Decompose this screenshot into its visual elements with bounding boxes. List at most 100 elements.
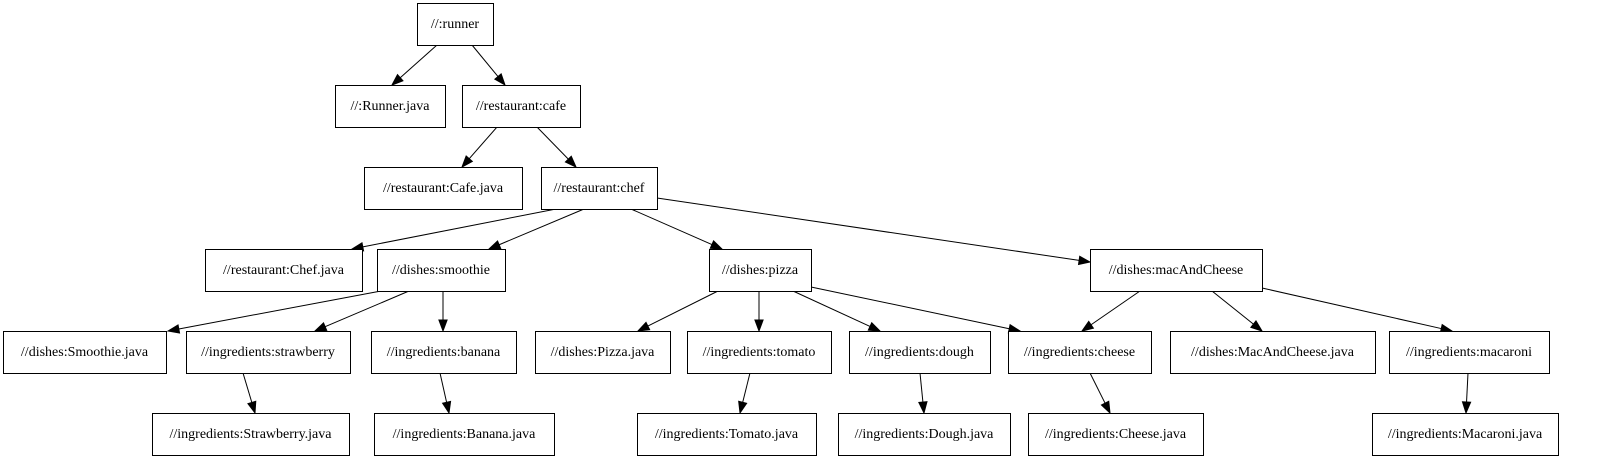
graph-node-dough_java[interactable]: //ingredients:Dough.java — [838, 413, 1011, 456]
graph-node-chef_java[interactable]: //restaurant:Chef.java — [205, 249, 363, 292]
node-box[interactable] — [205, 249, 363, 292]
edge-arrowhead-icon — [754, 319, 764, 333]
node-box[interactable] — [1090, 249, 1263, 292]
graph-node-dough[interactable]: //ingredients:dough — [849, 331, 991, 374]
graph-edge — [350, 208, 557, 252]
edge-arrowhead-icon — [1461, 401, 1472, 415]
edge-arrowhead-icon — [461, 155, 474, 169]
node-box[interactable] — [687, 331, 832, 374]
edge-line — [242, 372, 253, 403]
node-label: //dishes:pizza — [722, 263, 799, 278]
node-box[interactable] — [335, 85, 446, 128]
node-label: //:Runner.java — [351, 99, 431, 114]
edge-line — [919, 372, 924, 403]
edge-arrowhead-icon — [1100, 400, 1111, 415]
graph-node-cafe_java[interactable]: //restaurant:Cafe.java — [364, 167, 523, 210]
graph-edge — [242, 372, 257, 415]
edge-arrowhead-icon — [738, 400, 748, 415]
graph-edge — [1461, 372, 1472, 415]
graph-edge — [754, 291, 764, 333]
graph-edge — [738, 372, 751, 415]
edge-arrowhead-icon — [867, 321, 882, 332]
node-box[interactable] — [1170, 331, 1376, 374]
graph-edge — [636, 290, 719, 332]
graph-node-banana[interactable]: //ingredients:banana — [371, 331, 517, 374]
edge-arrowhead-icon — [390, 73, 404, 86]
node-box[interactable] — [849, 331, 991, 374]
edge-arrowhead-icon — [441, 400, 452, 415]
graph-node-runner[interactable]: //:runner — [417, 3, 494, 46]
graph-node-cheese[interactable]: //ingredients:cheese — [1008, 331, 1152, 374]
graph-node-strawberry[interactable]: //ingredients:strawberry — [186, 331, 351, 374]
graph-node-macaroni_java[interactable]: //ingredients:Macaroni.java — [1372, 413, 1559, 456]
edge-arrowhead-icon — [1077, 255, 1092, 266]
node-box[interactable] — [1008, 331, 1152, 374]
edge-arrowhead-icon — [1080, 320, 1095, 332]
graph-edge — [439, 372, 452, 415]
node-box[interactable] — [462, 85, 581, 128]
graph-node-restaurant_cafe[interactable]: //restaurant:cafe — [462, 85, 581, 128]
node-label: //restaurant:cafe — [476, 99, 566, 114]
graph-node-strawberry_java[interactable]: //ingredients:Strawberry.java — [152, 413, 350, 456]
node-box[interactable] — [709, 249, 812, 292]
node-box[interactable] — [364, 167, 523, 210]
graph-node-restaurant_chef[interactable]: //restaurant:chef — [541, 167, 658, 210]
node-box[interactable] — [152, 413, 350, 456]
node-box[interactable] — [838, 413, 1011, 456]
node-label: //restaurant:Cafe.java — [383, 181, 504, 196]
edge-line — [647, 290, 719, 327]
node-box[interactable] — [535, 331, 671, 374]
node-label: //ingredients:Tomato.java — [655, 427, 799, 442]
graph-edge — [471, 44, 506, 87]
node-label: //dishes:Pizza.java — [551, 345, 656, 360]
edge-line — [1466, 372, 1469, 403]
edge-arrowhead-icon — [709, 239, 724, 250]
graph-node-mac_java[interactable]: //dishes:MacAndCheese.java — [1170, 331, 1376, 374]
node-box[interactable] — [186, 331, 351, 374]
node-label: //:runner — [431, 17, 480, 32]
edge-line — [630, 208, 713, 246]
graph-edge — [461, 126, 498, 169]
graph-node-cheese_java[interactable]: //ingredients:Cheese.java — [1028, 413, 1204, 456]
graph-edge — [438, 291, 448, 333]
node-box[interactable] — [1389, 331, 1550, 374]
node-label: //dishes:MacAndCheese.java — [1191, 345, 1355, 360]
edge-line — [656, 197, 1080, 261]
edge-line — [1211, 290, 1254, 325]
edge-line — [498, 208, 585, 246]
node-label: //restaurant:Chef.java — [223, 263, 345, 278]
graph-node-dishes_mac[interactable]: //dishes:macAndCheese — [1090, 249, 1263, 292]
edge-line — [1090, 290, 1141, 326]
node-box[interactable] — [1372, 413, 1559, 456]
graph-node-macaroni[interactable]: //ingredients:macaroni — [1389, 331, 1550, 374]
node-label: //dishes:smoothie — [392, 263, 490, 278]
node-box[interactable] — [371, 331, 517, 374]
edge-line — [536, 126, 569, 160]
graph-node-banana_java[interactable]: //ingredients:Banana.java — [374, 413, 555, 456]
graph-node-tomato[interactable]: //ingredients:tomato — [687, 331, 832, 374]
node-box[interactable] — [374, 413, 555, 456]
edge-line — [792, 290, 871, 327]
graph-node-runner_java[interactable]: //:Runner.java — [335, 85, 446, 128]
node-label: //ingredients:Cheese.java — [1045, 427, 1187, 442]
edge-arrowhead-icon — [438, 319, 448, 333]
node-box[interactable] — [377, 249, 506, 292]
node-box[interactable] — [1028, 413, 1204, 456]
node-box[interactable] — [541, 167, 658, 210]
node-label: //ingredients:Strawberry.java — [170, 427, 333, 442]
node-box[interactable] — [3, 331, 167, 374]
graph-node-dishes_smoothie[interactable]: //dishes:smoothie — [377, 249, 506, 292]
edge-line — [742, 372, 751, 403]
graph-node-pizza_java[interactable]: //dishes:Pizza.java — [535, 331, 671, 374]
node-label: //dishes:Smoothie.java — [21, 345, 149, 360]
graph-node-dishes_pizza[interactable]: //dishes:pizza — [709, 249, 812, 292]
graph-edge — [1089, 372, 1111, 415]
edge-arrowhead-icon — [918, 401, 928, 415]
graph-node-smoothie_java[interactable]: //dishes:Smoothie.java — [3, 331, 167, 374]
edge-line — [471, 44, 499, 77]
edge-line — [178, 290, 382, 330]
node-box[interactable] — [637, 413, 817, 456]
node-box[interactable] — [417, 3, 494, 46]
graph-node-tomato_java[interactable]: //ingredients:Tomato.java — [637, 413, 817, 456]
node-label: //dishes:macAndCheese — [1109, 263, 1244, 278]
